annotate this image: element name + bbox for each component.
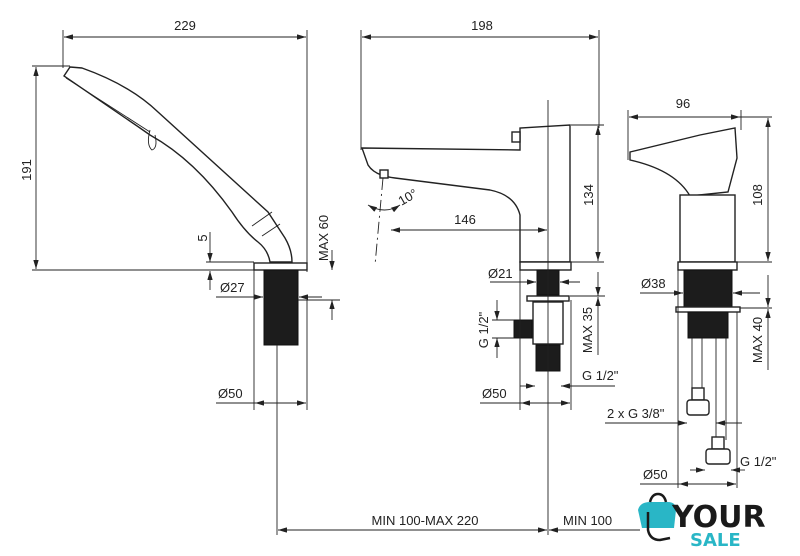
spacing-label: MIN 100-MAX 220: [372, 513, 479, 528]
threaded-shank: [263, 269, 299, 346]
hole-diameter-label: Ø27: [220, 280, 245, 295]
hand-shower-view: 229 191 5 MAX 60 Ø27 Ø50: [19, 18, 340, 535]
angle-label: 10°: [395, 186, 420, 209]
offset-label: 5: [195, 234, 210, 241]
mixer-side-view: 198 10° 146 134 Ø21 G 1/2" MAX 35 G 1/2"…: [360, 18, 619, 535]
max-thickness-label: MAX 60: [316, 215, 331, 261]
mixer-body-shape: [361, 124, 571, 263]
hole-diameter-label: Ø38: [641, 276, 666, 291]
base-diameter-label: Ø50: [218, 386, 243, 401]
outlet-thread-label: G 1/2": [582, 368, 619, 383]
max-thickness-label: MAX 35: [580, 307, 595, 353]
base-diameter-label: Ø50: [482, 386, 507, 401]
spacing-dimensions: MIN 100-MAX 220 MIN 100: [278, 513, 640, 533]
height-label: 191: [19, 159, 34, 181]
height-label: 134: [581, 184, 596, 206]
logo-text-sale: SALE: [690, 530, 741, 551]
hose-thread-label: 2 x G 3/8": [607, 406, 665, 421]
lever-shape: [629, 127, 738, 197]
outlet-thread-label: G 1/2": [740, 454, 777, 469]
min-spacing-label: MIN 100: [563, 513, 612, 528]
reach-label: 146: [454, 212, 476, 227]
side-thread-label: G 1/2": [476, 311, 491, 348]
mixer-front-view: 96 108 Ø38 MAX 40 2 x G 3/8" G 1/2" Ø50: [605, 96, 777, 488]
width-label: 198: [471, 18, 493, 33]
hand-shower-shape: [63, 66, 293, 263]
height-label: 108: [750, 184, 765, 206]
base-diameter-label: Ø50: [643, 467, 668, 482]
yoursale-logo: YOUR SALE: [638, 492, 766, 551]
width-label: 229: [174, 18, 196, 33]
shopping-bag-icon: [638, 502, 676, 528]
width-label: 96: [676, 96, 690, 111]
logo-text-your: YOUR: [671, 500, 766, 535]
hole-diameter-label: Ø21: [488, 266, 513, 281]
max-thickness-label: MAX 40: [750, 317, 765, 363]
